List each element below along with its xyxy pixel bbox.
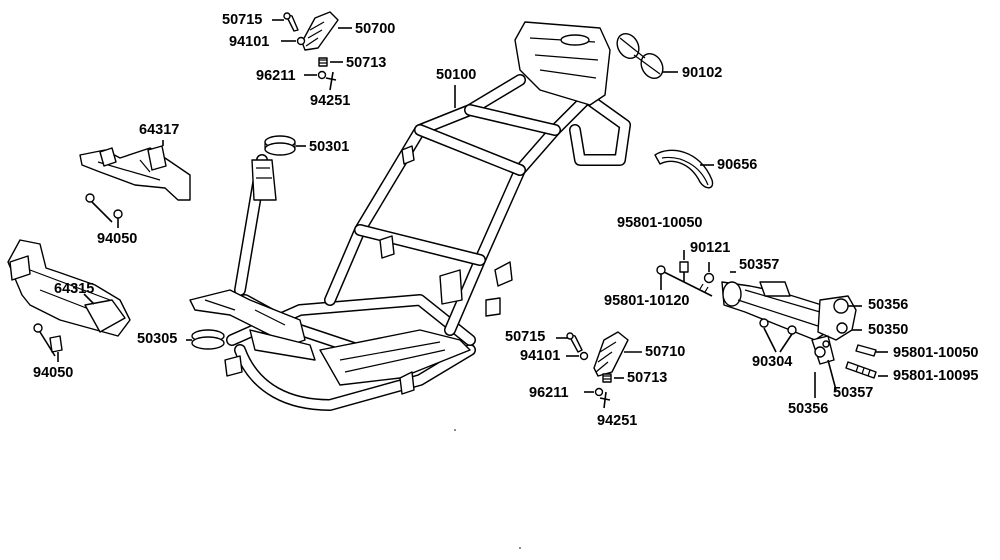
nut-94050-upper (85, 193, 123, 228)
ring-50301 (264, 135, 306, 156)
spring-50713-lower (602, 373, 624, 383)
part-label: 50715 (222, 12, 263, 28)
bolt-95801-10120 (656, 265, 713, 297)
part-label: 94101 (229, 34, 270, 50)
footrest-50700 (301, 11, 352, 51)
part-label: 50710 (645, 344, 686, 360)
part-label: 50301 (309, 139, 350, 155)
part-label: 50305 (137, 331, 178, 347)
rubber-50305 (186, 329, 225, 350)
footrest-50710 (593, 331, 642, 377)
main-stand-50357 (721, 271, 831, 341)
part-label: 95801-10120 (604, 293, 690, 309)
band-90656 (654, 149, 714, 189)
stand-bracket-50350 (817, 295, 862, 341)
part-label: 94050 (33, 365, 74, 381)
bolt-95801-10050-upper (679, 250, 689, 282)
nut-94050-lower (33, 323, 63, 362)
bolt-95801-10095 (845, 361, 888, 379)
part-label: 50700 (355, 21, 396, 37)
washers-90304 (759, 318, 797, 353)
bolt-95801-10050-lower (855, 344, 888, 357)
cap-90102 (616, 32, 678, 80)
part-label: 95801-10050 (617, 215, 703, 231)
bracket-64317 (79, 140, 191, 201)
part-label: 90656 (717, 157, 758, 173)
part-label: 50100 (436, 67, 477, 83)
pin-50715-top (272, 12, 299, 32)
speck (519, 547, 521, 549)
part-label: 95801-10095 (893, 368, 979, 384)
part-label: 50715 (505, 329, 546, 345)
clip-96211-lower (584, 387, 611, 409)
part-label: 50356 (788, 401, 829, 417)
part-label: 50713 (627, 370, 668, 386)
washer-90121 (703, 262, 715, 284)
part-label: 90304 (752, 354, 793, 370)
washer-94101-lower (566, 351, 589, 361)
part-label: 50357 (739, 257, 780, 273)
part-label: 90102 (682, 65, 723, 81)
part-label: 95801-10050 (893, 345, 979, 361)
part-label: 50350 (868, 322, 909, 338)
part-label: 64315 (54, 281, 95, 297)
part-label: 90121 (690, 240, 731, 256)
clip-96211-top (304, 70, 337, 91)
part-label: 50713 (346, 55, 387, 71)
part-label: 50356 (868, 297, 909, 313)
part-label: 94251 (597, 413, 638, 429)
part-label: 50357 (833, 385, 874, 401)
part-label: 96211 (256, 68, 296, 84)
part-label: 94251 (310, 93, 351, 109)
part-label: 64317 (139, 122, 180, 138)
spring-50713-top (318, 57, 343, 67)
stand-lower-50356 (811, 335, 837, 398)
washer-94101-top (281, 36, 306, 46)
part-label: 94101 (520, 348, 561, 364)
pin-50715-lower (556, 332, 583, 353)
bracket-64315 (7, 239, 131, 337)
part-label: 96211 (529, 385, 569, 401)
part-label: 94050 (97, 231, 138, 247)
main-frame (189, 21, 631, 411)
speck (454, 429, 456, 431)
